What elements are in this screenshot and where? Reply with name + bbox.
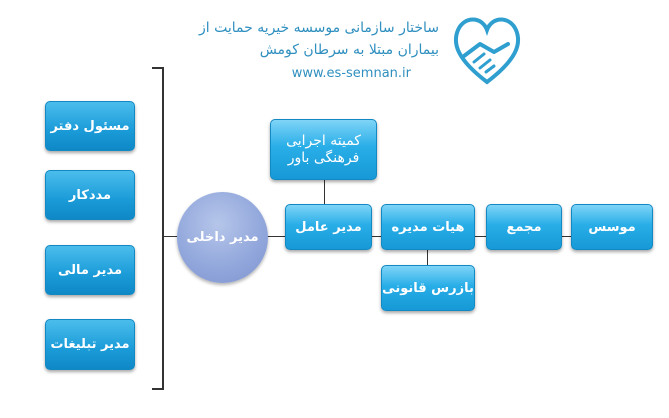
website-url[interactable]: www.es-semnan.ir — [291, 66, 411, 81]
connector-bracket-vertical — [162, 67, 164, 390]
assembly-box: مجمع — [486, 204, 562, 250]
finance-manager-box: مدیر مالی — [45, 245, 135, 295]
inspector-box: بازرس قانونی — [381, 265, 475, 311]
heart-handshake-icon — [453, 17, 521, 85]
ceo-box: مدیر عامل — [285, 204, 372, 250]
committee-line-1: کمیته اجرایی — [286, 132, 361, 149]
board-box: هیات مدیره — [381, 204, 475, 250]
connector-committee — [324, 180, 325, 204]
founder-box: موسس — [571, 204, 653, 250]
internal-manager-node: مدیر داخلی — [177, 192, 268, 283]
connector-bracket-top — [152, 67, 164, 69]
executive-committee-box: کمیته اجرایی فرهنگی باور — [270, 119, 377, 180]
publicity-manager-box: مدیر تبلیغات — [45, 319, 135, 370]
connector-inspector — [427, 250, 428, 265]
title-line-2: بیماران مبتلا به سرطان کومش — [259, 42, 439, 58]
title-line-1: ساختار سازمانی موسسه خیریه حمایت از — [198, 20, 439, 36]
committee-line-2: فرهنگی باور — [287, 149, 360, 166]
connector-bracket-bottom — [152, 388, 164, 390]
social-worker-box: مددکار — [45, 170, 135, 220]
office-manager-box: مسئول دفتر — [45, 101, 135, 151]
